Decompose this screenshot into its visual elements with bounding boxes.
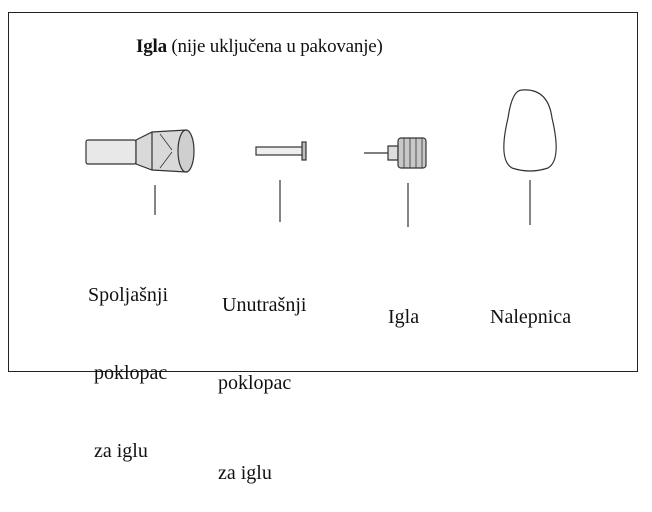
title-rest: (nije uključena u pakovanje)	[166, 36, 383, 57]
needle-icon	[364, 137, 427, 169]
inner-needle-cap-icon	[255, 141, 307, 161]
needle-parts-illustration	[85, 89, 557, 227]
sticker-label: Nalepnica	[490, 252, 571, 356]
diagram-title: Igla (nije uključena u pakovanje)	[136, 36, 383, 58]
title-bold: Igla	[136, 36, 167, 57]
inner-cap-line-2: poklopac	[218, 372, 292, 394]
needle-line-1: Igla	[388, 306, 420, 328]
outer-cap-line-2: poklopac	[94, 362, 168, 384]
inner-cap-line-3: za iglu	[218, 462, 272, 484]
label-sticker-icon	[503, 89, 557, 172]
outer-needle-cap-icon	[85, 129, 195, 173]
outer-cap-line-3: za iglu	[94, 440, 148, 462]
outer-cap-label: Spoljašnji poklopac za iglu	[88, 230, 168, 490]
outer-cap-line-1: Spoljašnji	[88, 284, 169, 306]
inner-cap-line-1: Unutrašnji	[222, 294, 307, 316]
sticker-line-1: Nalepnica	[490, 306, 572, 328]
needle-label: Igla	[388, 252, 419, 356]
inner-cap-label: Unutrašnji poklopac za iglu	[218, 240, 306, 512]
